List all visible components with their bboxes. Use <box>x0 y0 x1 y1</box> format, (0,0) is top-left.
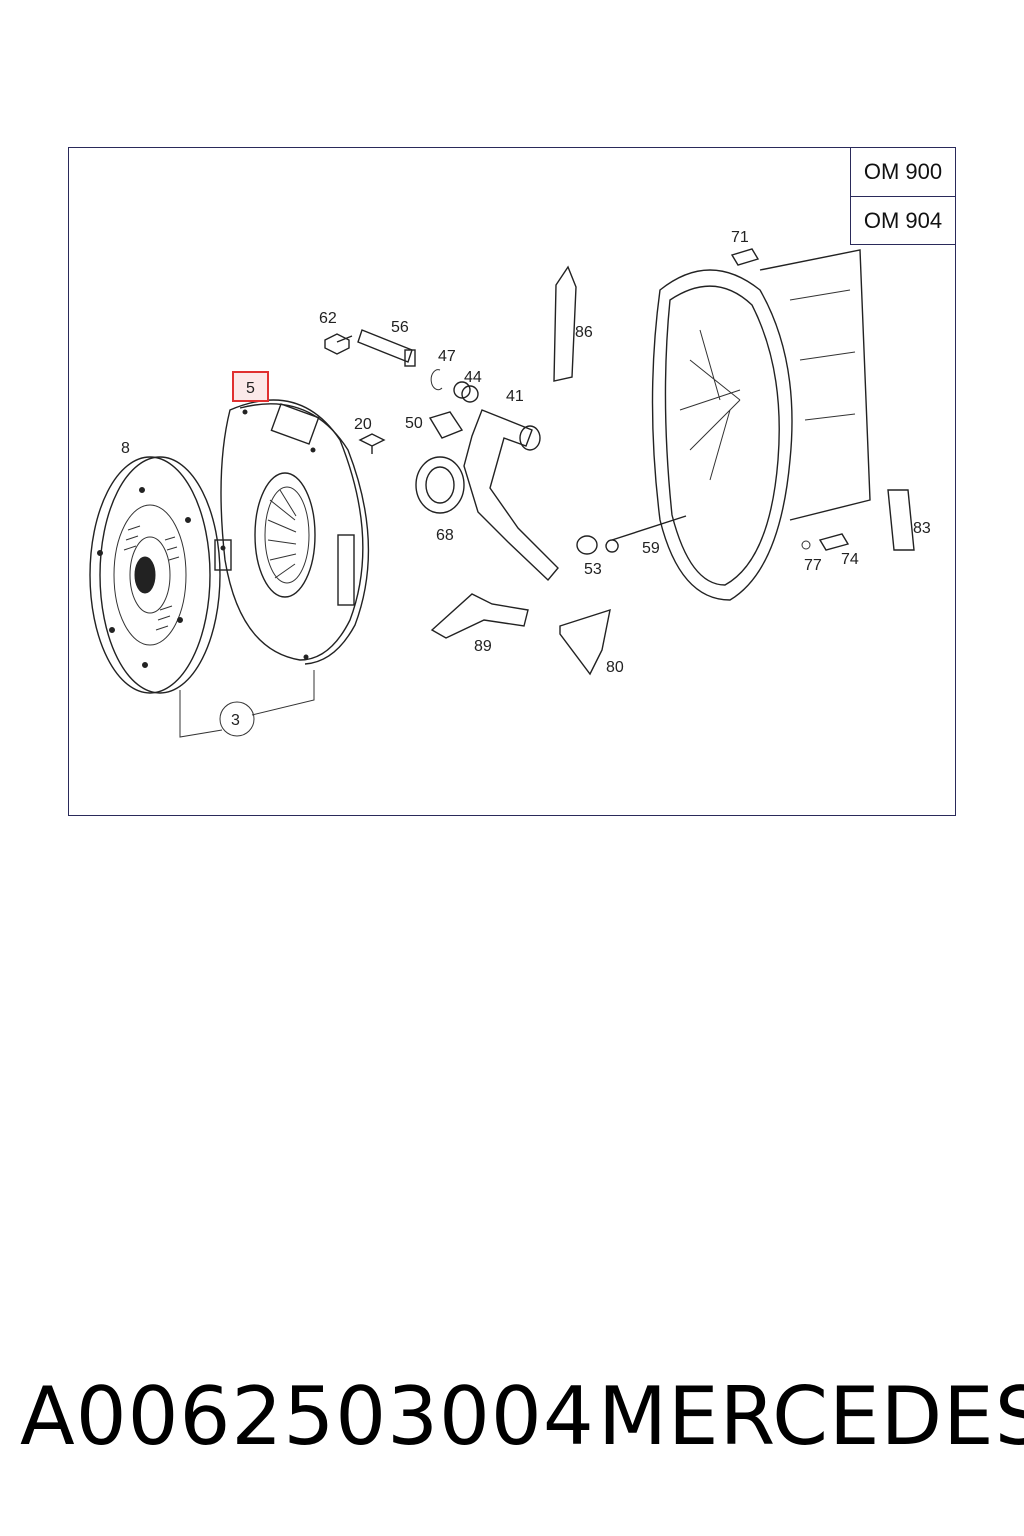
transmission-housing-drawing <box>651 248 915 601</box>
release-fork-drawing <box>463 409 559 582</box>
pressure-plate-drawing <box>214 399 370 665</box>
callout-41: 41 <box>506 388 524 405</box>
callout-3: 3 <box>231 712 240 729</box>
brand-name: MERCEDES <box>598 1370 1024 1463</box>
callout-5: 5 <box>246 380 255 397</box>
callout-5-highlight <box>232 371 269 402</box>
callout-83: 83 <box>913 520 931 537</box>
callout-20: 20 <box>354 416 372 433</box>
callout-89: 89 <box>474 638 492 655</box>
callout-86: 86 <box>575 324 593 341</box>
callout-80: 80 <box>606 659 624 676</box>
callout-62: 62 <box>319 310 337 327</box>
clutch-disc-drawing <box>89 456 221 694</box>
kit-bracket-lines <box>179 670 315 738</box>
svg-text:3: 3 <box>231 712 240 729</box>
fork-pivot <box>519 425 541 451</box>
kit-callout-circle <box>219 701 255 737</box>
callout-8: 8 <box>121 440 130 457</box>
variant-om900: OM 900 <box>863 159 943 184</box>
engine-variant-box: OM 900 OM 904 <box>850 147 956 245</box>
pin-53-drawing <box>576 535 598 555</box>
callout-53: 53 <box>584 561 602 578</box>
callout-59: 59 <box>642 540 660 557</box>
callout-50: 50 <box>405 415 423 432</box>
diagram-frame <box>68 147 956 816</box>
callout-74: 74 <box>841 551 859 568</box>
callout-44: 44 <box>464 369 482 386</box>
callout-47: 47 <box>438 348 456 365</box>
footer-caption: A0062503004 MERCEDES <box>20 1370 1024 1470</box>
bracket-89-drawing <box>430 593 529 639</box>
callout-77: 77 <box>804 557 822 574</box>
callout-68: 68 <box>436 527 454 544</box>
part-number: A0062503004 <box>20 1370 595 1463</box>
clutch-exploded-diagram: 3 5 8 20 41 44 47 50 53 56 59 62 68 71 7… <box>89 229 931 738</box>
bracket-80-drawing <box>559 608 611 676</box>
release-parts-drawing <box>324 329 479 514</box>
bracket-86-drawing <box>553 265 577 382</box>
callout-56: 56 <box>391 319 409 336</box>
variant-om904: OM 904 <box>851 196 955 245</box>
callout-71: 71 <box>731 229 749 246</box>
